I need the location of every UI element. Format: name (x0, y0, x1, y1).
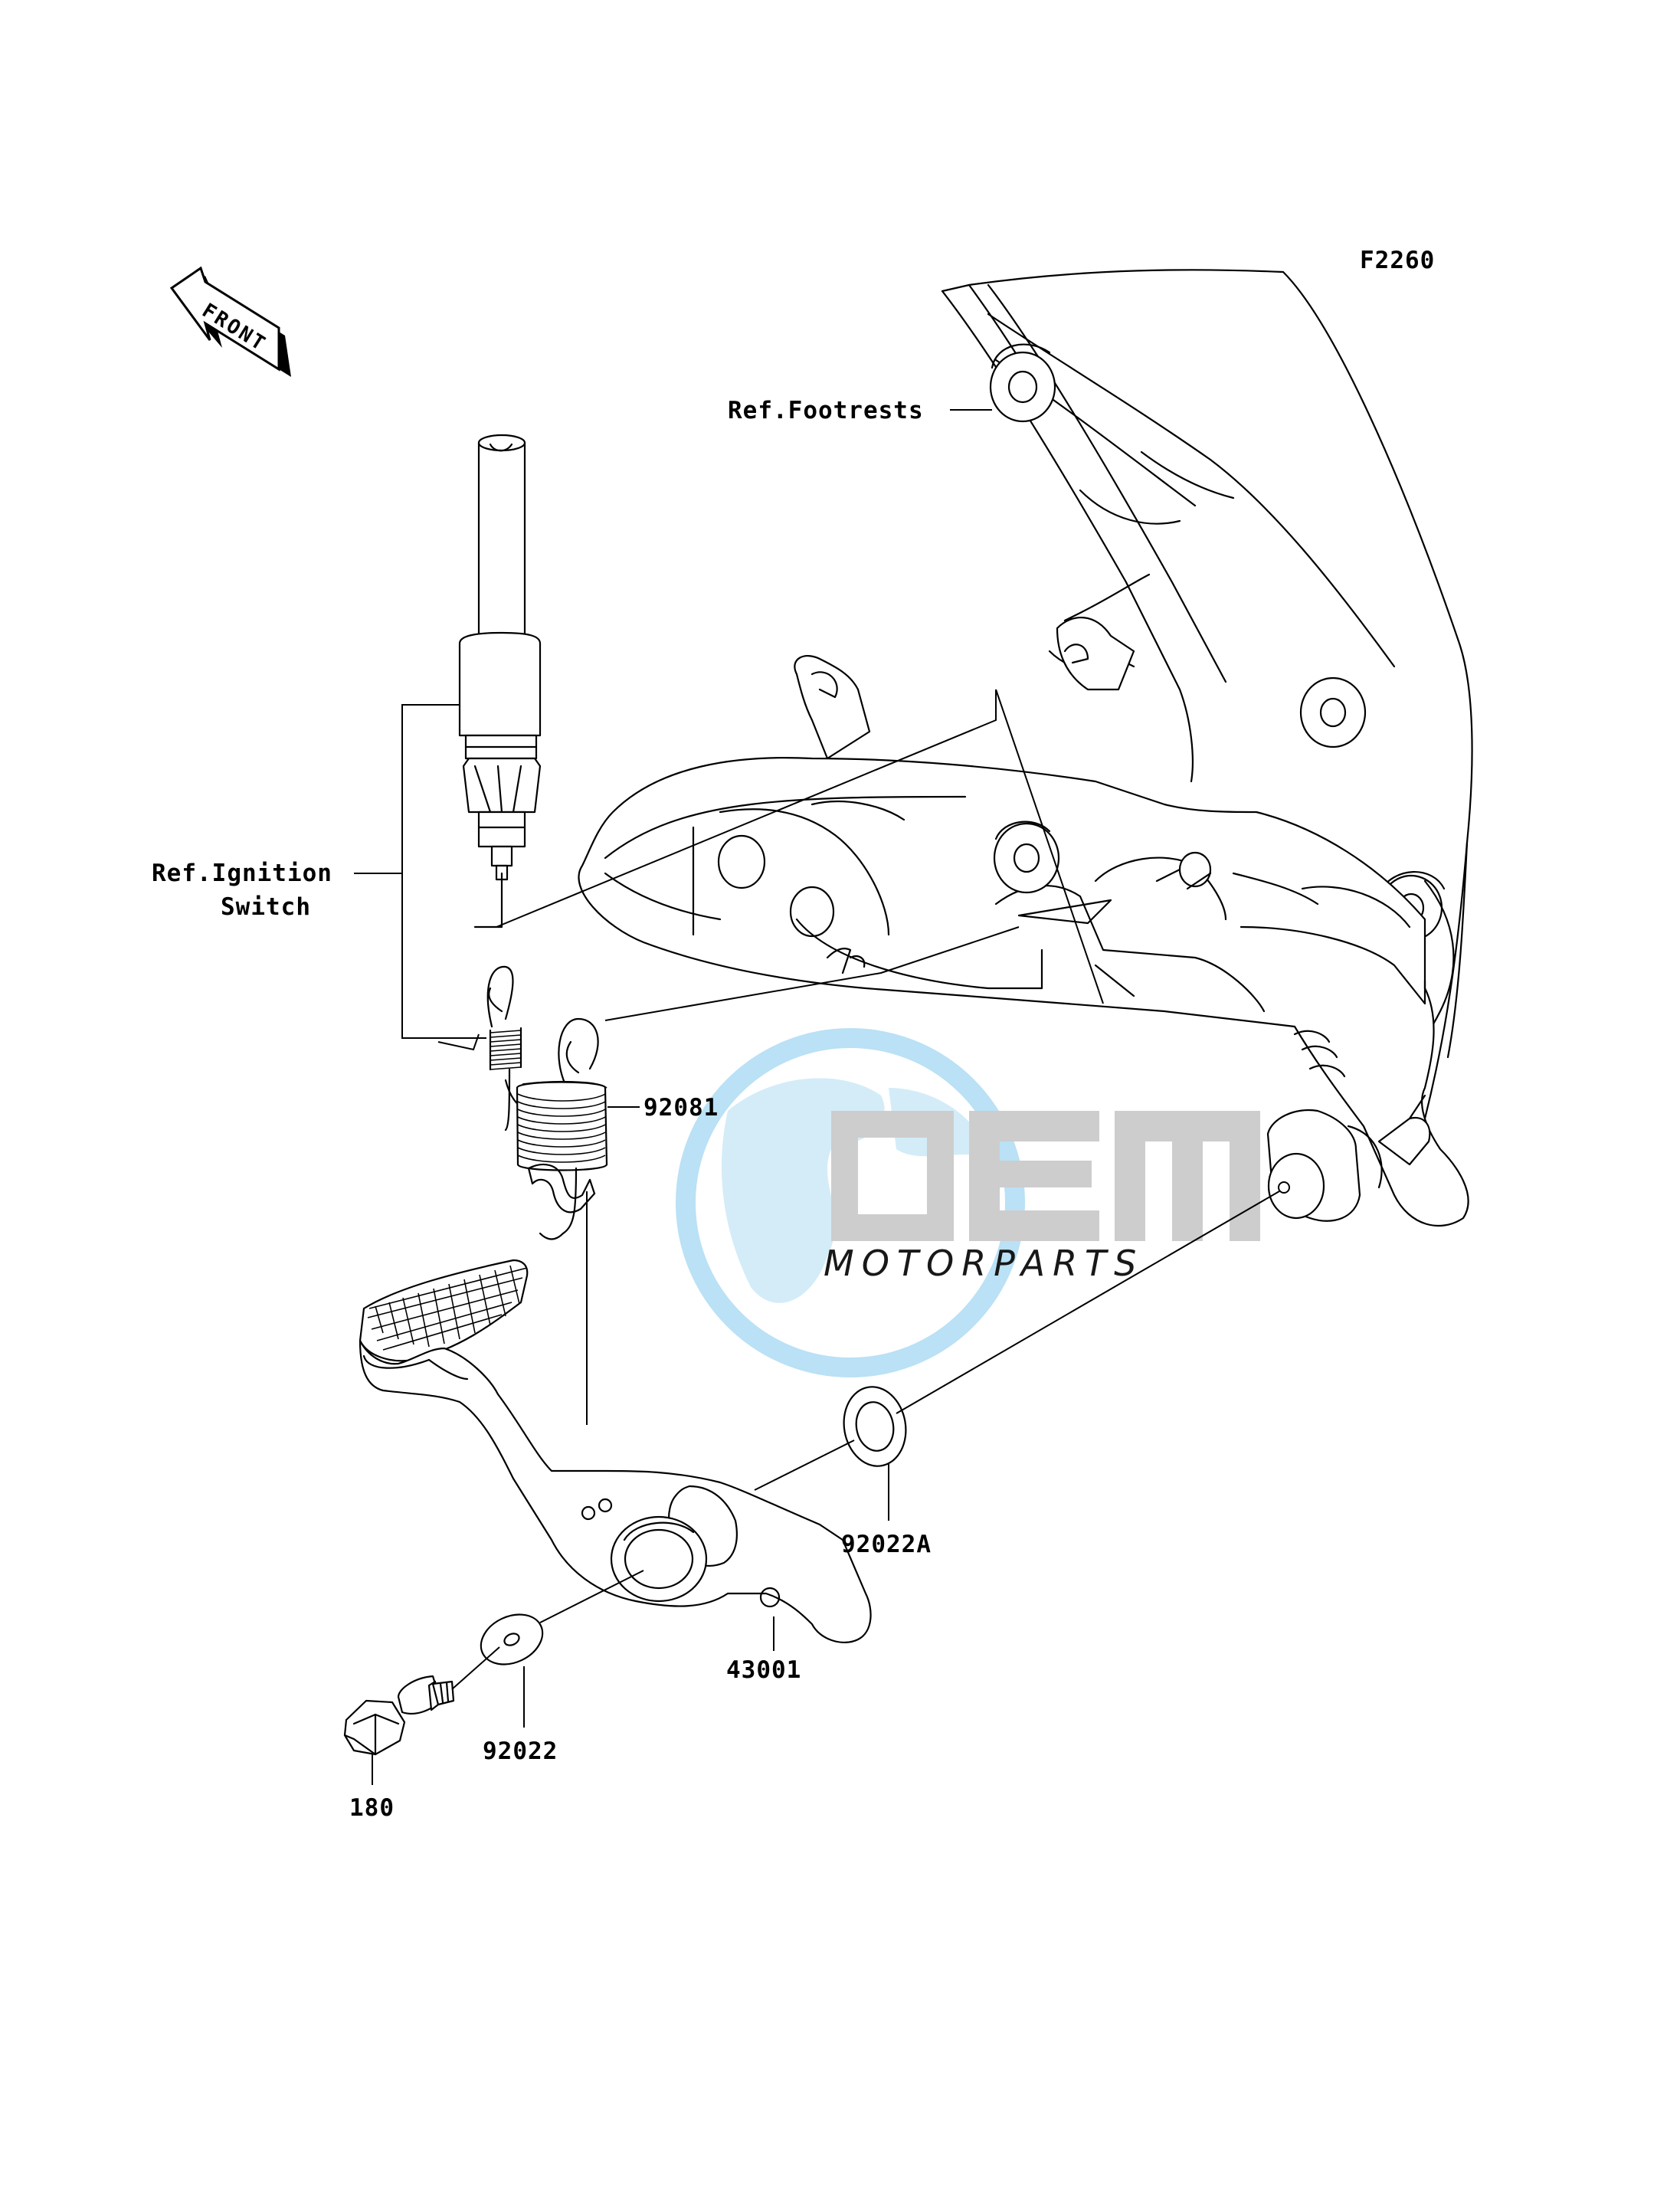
pivot-shaft (1266, 1094, 1431, 1222)
spring-hook-clip (527, 1163, 596, 1213)
washer-92022 (480, 1613, 544, 1665)
label-180: 180 (349, 1794, 395, 1822)
watermark-sub: MOTORPARTS (824, 1243, 1144, 1284)
brake-pedal-43001 (359, 1259, 872, 1643)
front-arrow-icon: FRONT (169, 266, 291, 377)
label-43001: 43001 (726, 1656, 801, 1684)
label-92081: 92081 (644, 1094, 719, 1122)
switch-spring (473, 872, 526, 1132)
brake-bracket-plate (578, 617, 1469, 1227)
figure-code: F2260 (1360, 247, 1435, 274)
return-spring-92081 (516, 1017, 608, 1240)
watermark-brand (831, 1111, 1260, 1241)
label-ref-footrests: Ref.Footrests (728, 397, 924, 424)
bolt-180 (343, 1675, 455, 1756)
label-ref-ignition-switch: Switch (221, 893, 311, 921)
leader-lines (354, 409, 1280, 1785)
label-ref-ignition: Ref.Ignition (152, 860, 332, 887)
label-92022A: 92022A (841, 1531, 932, 1558)
label-92022: 92022 (483, 1738, 558, 1765)
washer-92022A (843, 1386, 907, 1467)
brake-light-switch (458, 434, 542, 881)
watermark-logo: MOTORPARTS (676, 1028, 1260, 1377)
